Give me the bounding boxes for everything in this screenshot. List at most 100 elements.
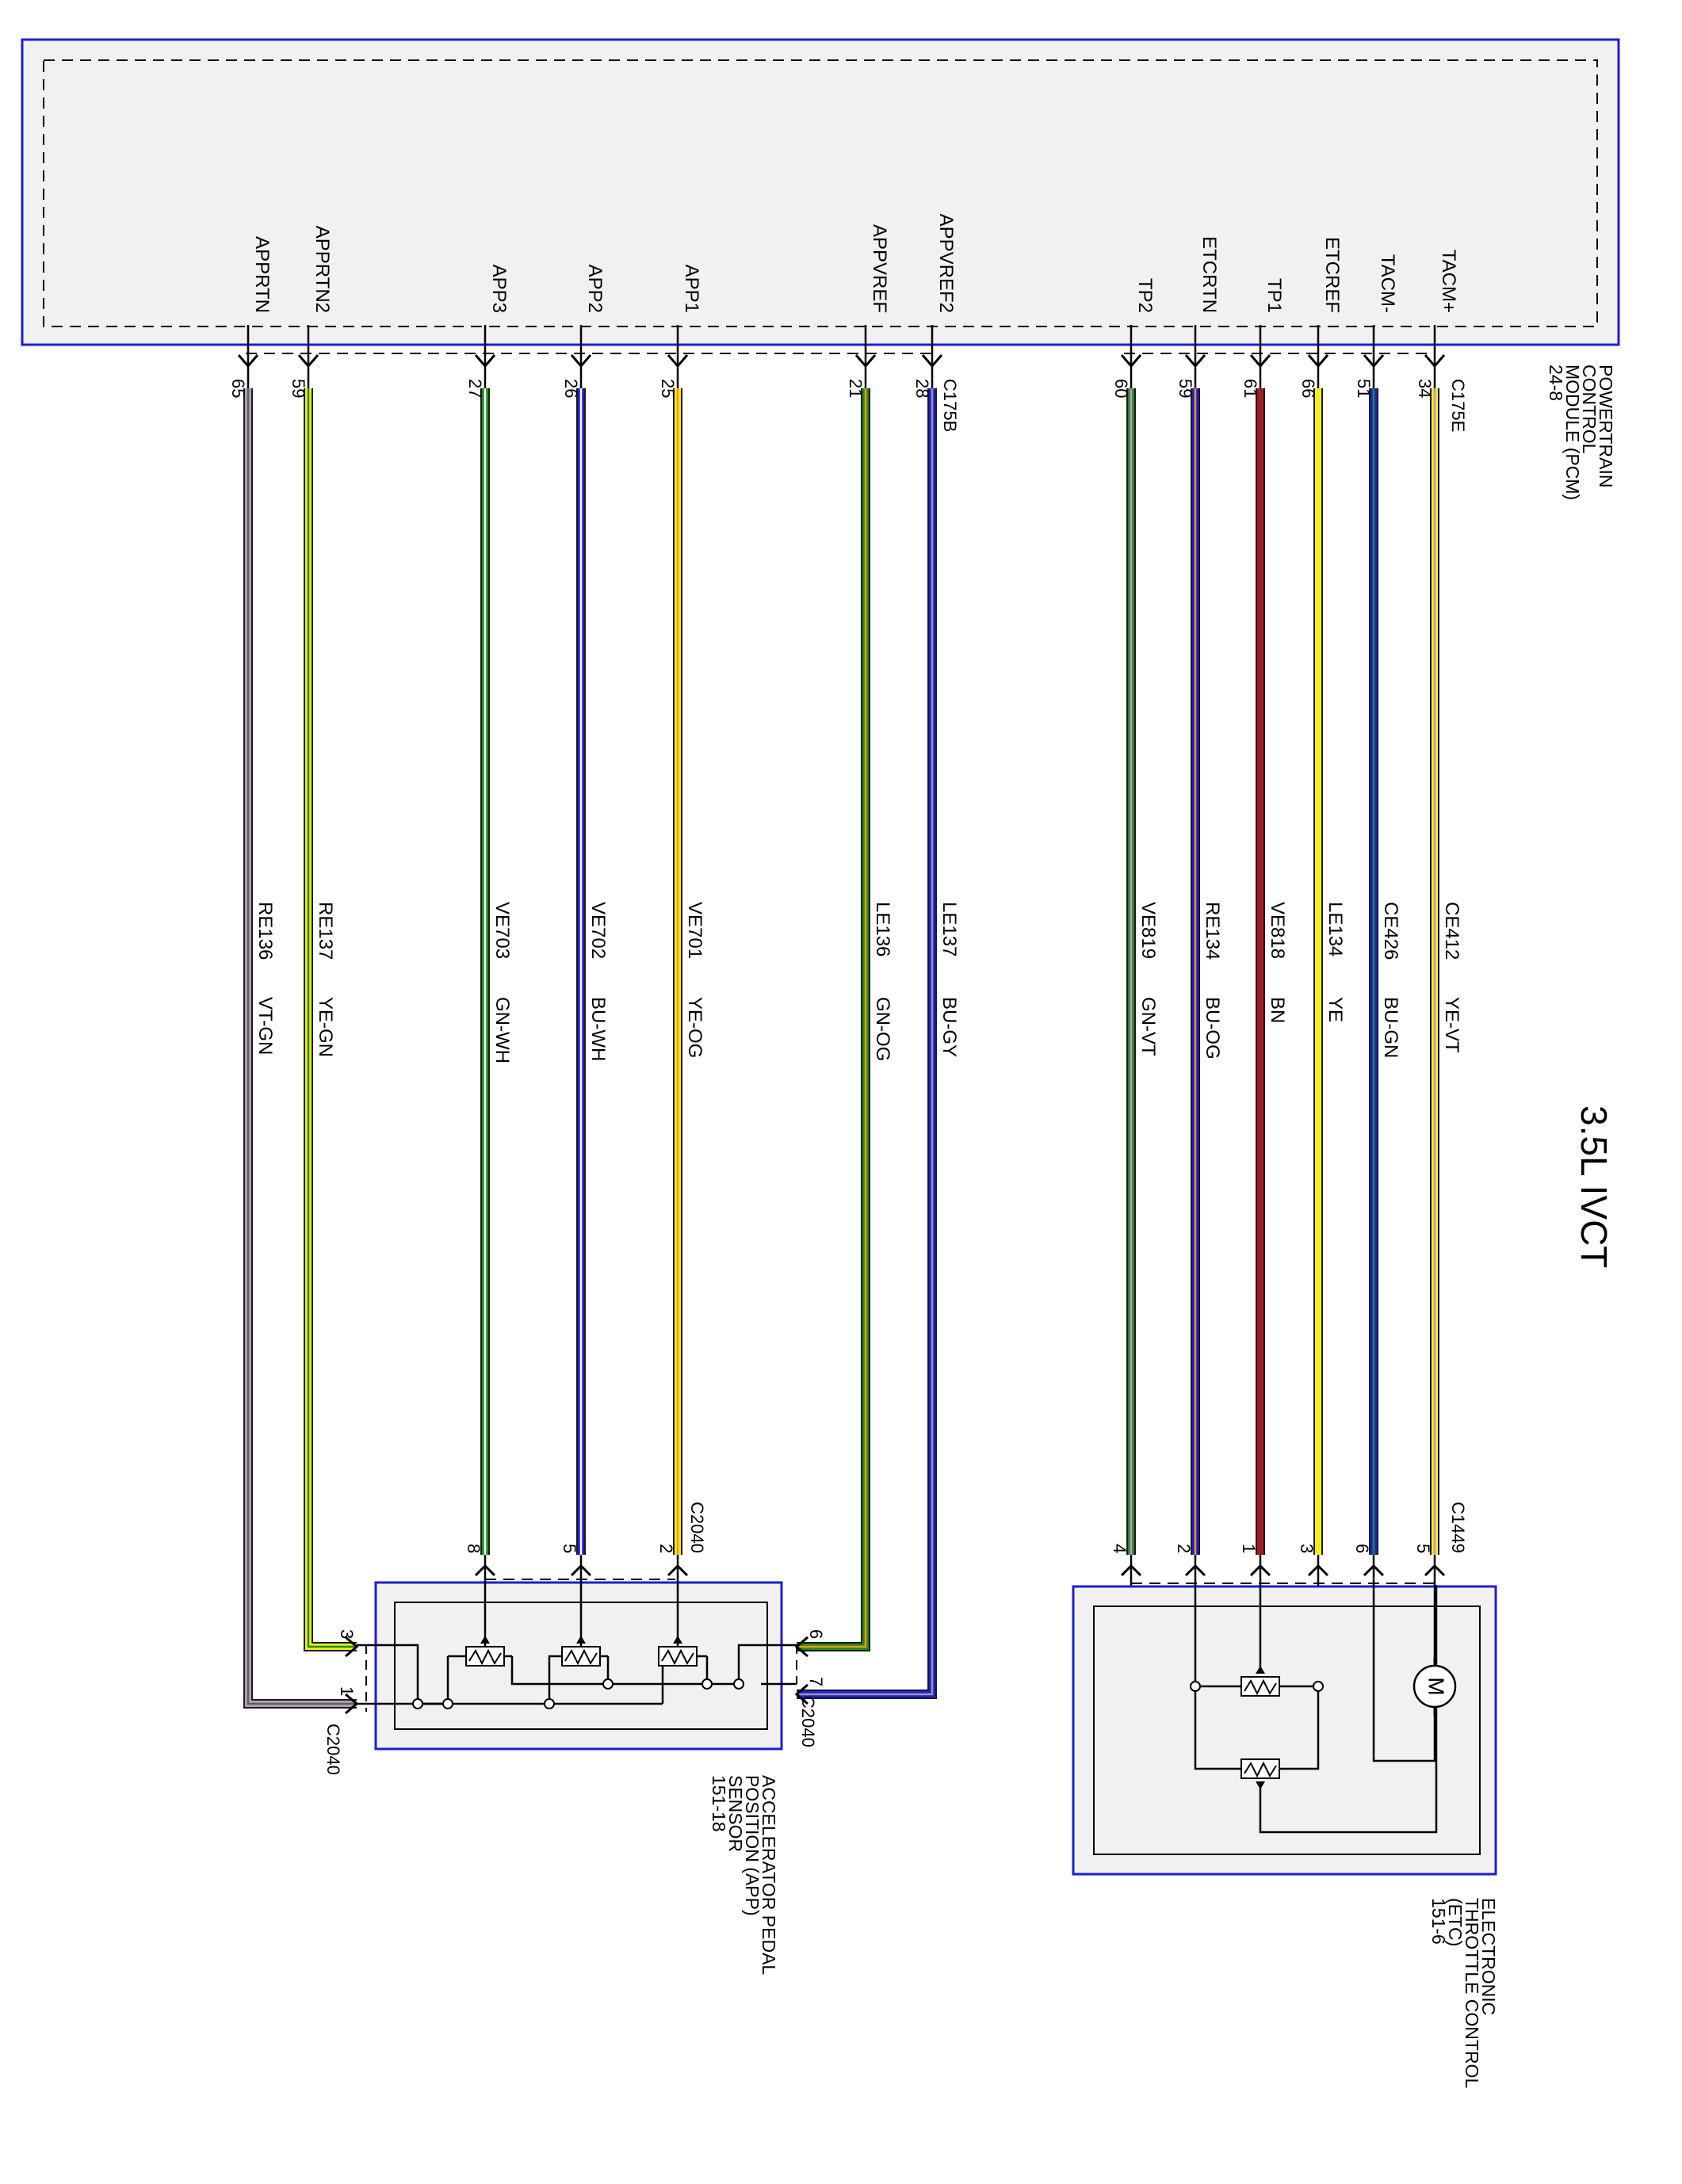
end-pin-number: 6 [1352,1544,1372,1553]
pcm-box [21,38,1620,346]
pcm-pin-number: 26 [561,379,581,398]
pcm-pin-chevron-icon [570,354,592,368]
wire-color-code: BU-OG [1202,997,1223,1060]
etc-name-line-2: THROTTLE CONTROL [1462,1898,1482,2088]
signal-name: APPRTN2 [312,226,333,313]
wire-circuit: VE703 [491,902,513,959]
wire-circuit: LE137 [938,902,960,956]
diagram-title: 3.5L IVCT [1573,1105,1615,1268]
wire-color-code: YE-GN [315,997,336,1057]
end-pin-chevron-icon [794,1683,809,1705]
pcm-pin-chevron-icon [1363,354,1385,368]
app-nodes [412,1678,744,1709]
wire-body [797,388,869,1650]
signal-name: ETCRTN [1198,236,1220,313]
app-name: ACCELERATOR PEDAL POSITION (APP) SENSOR … [709,1775,779,1975]
etc-name: ELECTRONIC THROTTLE CONTROL (ETC) 151-6 [1428,1898,1499,2088]
signal-name: TP2 [1134,278,1156,313]
pcm-pin-chevron-icon [921,354,943,368]
etc-pot-2 [1240,1758,1280,1789]
pcm-pin-chevron-icon [237,354,259,368]
end-pin-number: 8 [464,1544,484,1553]
app-connector-c2040-right: C2040 [798,1696,818,1747]
end-pin-number: 3 [337,1629,357,1639]
pcm-pin-chevron-icon [1249,354,1271,368]
pcm-pin-chevron-icon [474,354,496,368]
end-pin-number: 7 [806,1677,826,1686]
pcm-internal-outline [43,59,1598,327]
pcm-pin-number: 27 [465,379,485,398]
pcm-pin-number: 25 [658,379,678,398]
wire-color-code: YE-OG [684,997,705,1058]
signal-name: APP3 [488,265,510,313]
end-pin-number: 2 [656,1544,676,1553]
wire-color-code: BU-GY [938,997,960,1057]
pcm-pin-chevron-icon [1120,354,1142,368]
etc-name-line-1: ELECTRONIC [1478,1898,1499,2015]
pcm-pin-number: 59 [289,379,308,398]
end-pin-number: 1 [1239,1544,1259,1553]
app-pot-1 [465,1636,505,1667]
pcm-name-line-2: CONTROL [1579,365,1600,454]
app-name-line-2: POSITION (APP) [742,1775,763,1916]
wire-color-code: BU-WH [587,997,609,1061]
app-module: C2040 C2040 C2040 ACCELERATOR PEDAL POSI… [323,1502,818,1975]
etc-name-line-4: 151-6 [1428,1898,1449,1945]
pcm-pin-chevron-icon [1424,354,1446,368]
app-name-line-3: SENSOR [725,1775,746,1852]
pcm-pin-chevron-icon [297,354,319,368]
wire-color-code: YE-VT [1441,997,1462,1053]
pcm-pin-number: 59 [1175,379,1195,398]
wire-stripe [797,388,934,1696]
signal-name: APP2 [584,265,606,313]
etc-module: M C1449 ELECTRONIC THROTTLE CONTROL (ETC… [1072,1502,1499,2088]
wire-color-code: BN [1267,997,1288,1023]
wire-circuit: RE137 [315,902,336,960]
wire-outline [797,388,870,1651]
wire-circuit: RE136 [254,902,276,960]
pcm-pin-number: 60 [1111,379,1131,398]
motor-icon: M [1412,1657,1457,1716]
pcm-pin-number: 21 [846,379,866,398]
end-pin-number: 3 [1297,1544,1317,1553]
pcm-module: POWERTRAIN CONTROL MODULE (PCM) 24-8 C17… [21,38,1620,500]
wire-circuit: LE136 [872,902,893,956]
wire-circuit: CE412 [1441,902,1462,960]
pcm-pin-number: 66 [1298,379,1318,398]
pcm-connector-c175e: C175E [1448,379,1468,432]
pcm-pin-chevron-icon [667,354,689,368]
wire-circuit: CE426 [1380,902,1401,960]
etc-connector-c1449: C1449 [1448,1502,1468,1553]
etc-inner-box [1093,1606,1481,1855]
end-pin-number: 5 [1413,1544,1433,1553]
wire-circuit: RE134 [1202,902,1223,960]
signal-name: APPVREF [869,224,890,313]
pcm-name-line-3: MODULE (PCM) [1562,365,1583,500]
app-connector-c2040-left: C2040 [323,1724,343,1775]
signal-name: TACM- [1377,254,1398,313]
etc-node-1 [1190,1681,1201,1692]
pcm-pin-number: 51 [1354,379,1374,398]
wire-stripe [307,388,357,1648]
etc-name-line-3: (ETC) [1445,1898,1466,1946]
wire-circuit: VE702 [587,902,609,959]
wire-color-code: YE [1325,997,1346,1022]
wire-circuit: VE819 [1137,902,1159,959]
wire-circuit: VE701 [684,902,705,959]
pcm-pin-number: 28 [912,379,932,398]
etc-internal-circuit [1194,1585,1438,1834]
end-pin-chevron-icon [345,1636,359,1658]
pcm-connector-c175b: C175B [940,379,960,432]
wire-circuit: LE134 [1325,902,1346,956]
wires: TACM+34CE412YE-VT5TACM-51CE426BU-GN6ETCR… [228,214,1462,1715]
